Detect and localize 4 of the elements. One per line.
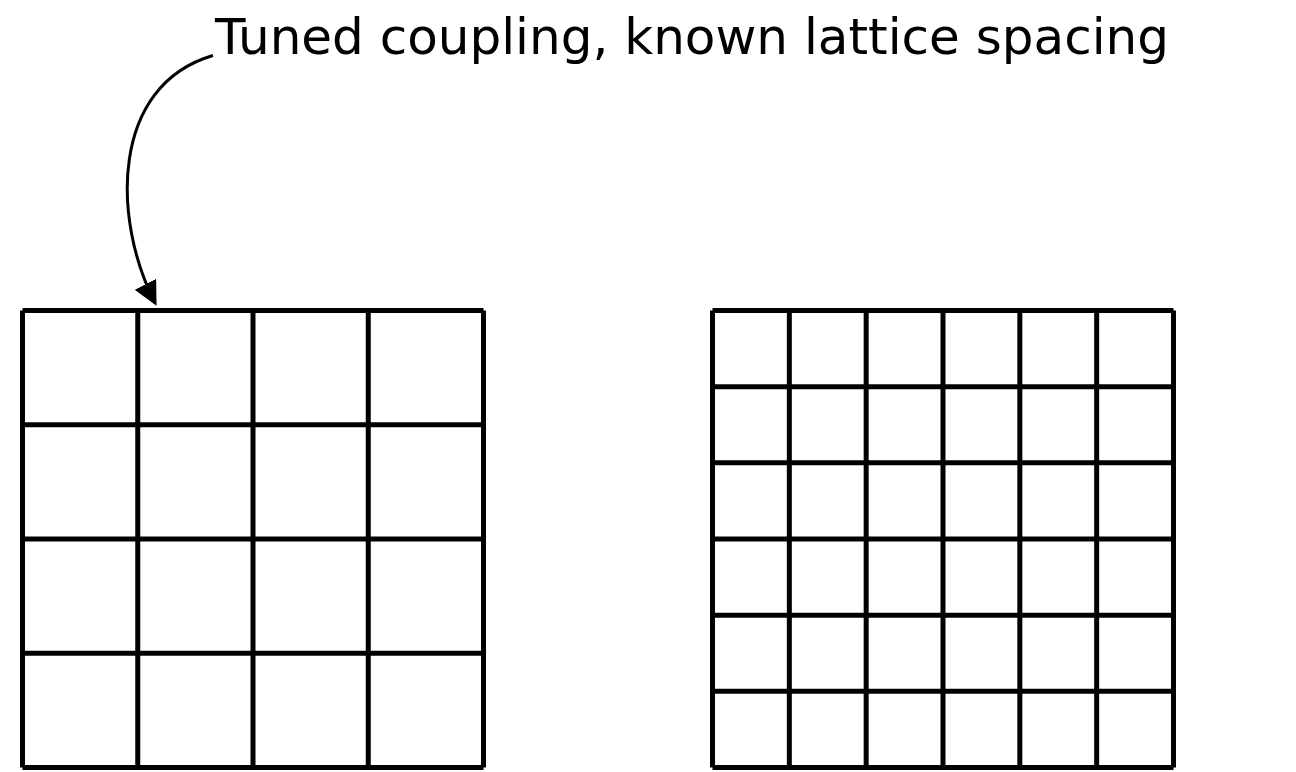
grid-drawing (20, 308, 486, 770)
grid-drawing (710, 308, 1176, 770)
annotation-text: Tuned coupling, known lattice spacing (215, 10, 1169, 65)
leader-arrow (125, 54, 214, 306)
